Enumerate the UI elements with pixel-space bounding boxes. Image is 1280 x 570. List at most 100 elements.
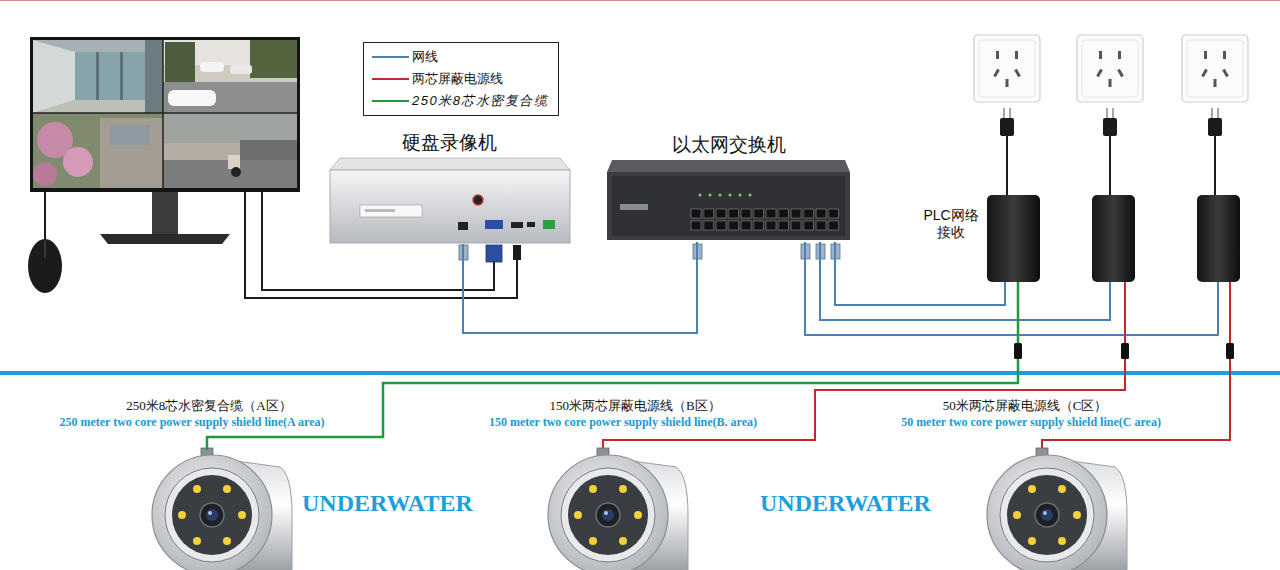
text-holder: 250 meter two core power supply shield l… [59, 415, 324, 429]
camera-illustration [987, 448, 1127, 570]
power-outlet [974, 35, 1040, 102]
monitor [250, 40, 297, 78]
text-holder: 50 meter two core power supply shield li… [901, 415, 1161, 429]
text-holder: 50米两芯屏蔽电源线（C区） [943, 398, 1108, 414]
switch-illustration [719, 194, 722, 197]
device-heading: PLC网络 接收 [919, 207, 983, 241]
power-plug [1000, 108, 1222, 195]
power-plug [1214, 136, 1216, 195]
cable-label-english: 50 meter two core power supply shield li… [901, 415, 1161, 429]
monitor [228, 155, 240, 169]
text-holder: UNDERWATER [760, 489, 931, 518]
monitor [100, 234, 230, 244]
monitor [200, 62, 224, 72]
nvr-illustration [365, 209, 395, 212]
underwater-camera: 50米两芯屏蔽电源线（C区）50 meter two core power su… [985, 450, 1135, 570]
monitor [33, 40, 297, 188]
monitor [231, 167, 241, 177]
legend-line-sample [372, 52, 412, 62]
power-outlet [1182, 35, 1248, 102]
nvr-illustration [473, 195, 483, 205]
power-adapter-illustration [1092, 195, 1135, 282]
legend-line-sample [372, 78, 409, 80]
nvr-illustration [527, 222, 535, 227]
nvr-illustration [511, 222, 523, 228]
network-cable [805, 242, 1218, 335]
power-plug [1003, 108, 1005, 118]
legend-line-sample [372, 56, 409, 58]
mouse [44, 192, 46, 240]
cable-connectors [1121, 343, 1129, 359]
power-adapter-illustration [1197, 195, 1240, 282]
monitor [163, 113, 297, 188]
monitor [110, 125, 150, 145]
nvr-illustration [330, 158, 570, 170]
nvr-illustration [360, 205, 422, 217]
nvr-illustration [543, 220, 555, 229]
legend-row: 250米8芯水密复合缆 [372, 90, 548, 112]
monitor [33, 162, 57, 186]
monitor [120, 52, 123, 100]
switch-illustration [620, 204, 648, 210]
ethernet-switch: 以太网交换机 [605, 160, 852, 242]
switch-illustration [709, 194, 712, 197]
power-plug [1211, 108, 1213, 118]
legend-text: 两芯屏蔽电源线 [412, 71, 503, 87]
switch-illustration [699, 194, 702, 197]
nvr-illustration [486, 245, 502, 262]
text-holder: 250米8芯水密复合缆（A区） [126, 398, 291, 414]
power-plug [1103, 118, 1117, 136]
power-plug [1112, 108, 1114, 118]
underwater-camera: 250米8芯水密复合缆（A区）250 meter two core power … [150, 450, 300, 570]
mouse [28, 239, 62, 293]
power-outlet [1077, 35, 1143, 102]
network-cable [805, 242, 1218, 335]
switch-illustration [690, 208, 840, 232]
cable-label: 50米两芯屏蔽电源线（C区） [943, 398, 1108, 414]
network-cable [463, 242, 697, 333]
monitor [30, 37, 300, 244]
monitor [75, 52, 145, 100]
nvr-illustration [330, 170, 570, 243]
monitor [165, 42, 195, 82]
power-plug [1208, 118, 1222, 136]
water-surface [0, 371, 1280, 375]
cable-label: 250米8芯水密复合缆（A区） [126, 398, 291, 414]
monitor [163, 82, 297, 113]
text-holder: PLC网络 接收 [919, 207, 983, 241]
monitor [33, 112, 297, 114]
switch-illustration [612, 176, 845, 236]
monitor [33, 40, 163, 113]
cable-label-english: 250 meter two core power supply shield l… [59, 415, 324, 429]
cable-connectors [1014, 343, 1022, 359]
legend-line-sample [372, 100, 409, 102]
cable-connectors [1226, 343, 1234, 359]
switch-illustration [739, 194, 742, 197]
power-plug [1000, 118, 1014, 136]
network-cable [820, 242, 1110, 320]
network-cable [835, 242, 1005, 305]
area-label: UNDERWATER [302, 489, 473, 518]
device-heading: 以太网交换机 [672, 134, 786, 157]
camera-illustration [152, 448, 292, 570]
mouse [28, 192, 62, 293]
power-plug [1009, 108, 1011, 118]
monitor [163, 40, 297, 113]
monitor [100, 118, 163, 188]
switch-illustration [607, 160, 850, 259]
text-holder: 以太网交换机 [672, 134, 786, 157]
nvr-illustration [513, 245, 521, 260]
cable-label-english: 150 meter two core power supply shield l… [489, 415, 757, 429]
nvr-illustration [485, 220, 503, 229]
power-plug [1109, 136, 1111, 195]
monitor [30, 37, 300, 192]
power-plug [1217, 108, 1219, 118]
frame-line [0, 0, 1280, 1]
legend-text: 网线 [412, 49, 438, 65]
monitor [33, 100, 163, 113]
mouse [45, 240, 46, 258]
monitor [168, 90, 216, 106]
